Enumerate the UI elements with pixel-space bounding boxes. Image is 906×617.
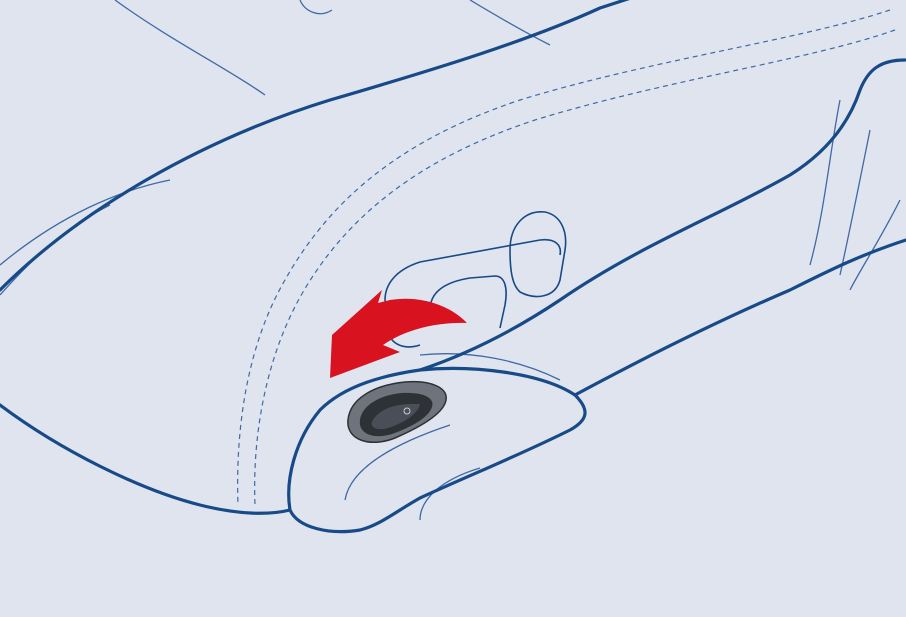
seat-diagram <box>0 0 906 617</box>
background <box>0 0 906 617</box>
seat-diagram-svg <box>0 0 906 617</box>
